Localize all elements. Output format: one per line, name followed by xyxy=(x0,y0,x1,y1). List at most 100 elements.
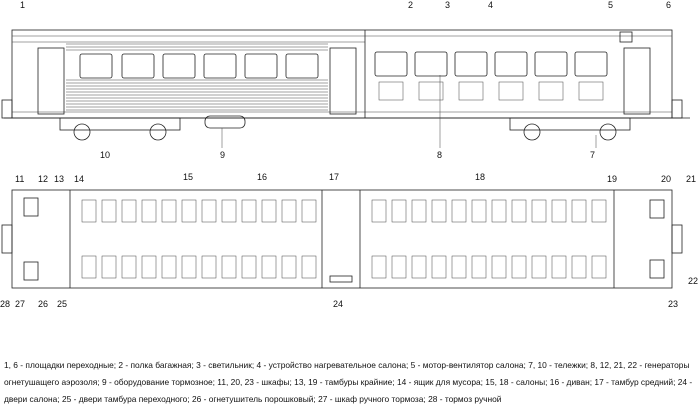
window xyxy=(244,53,278,79)
callout-label: 19 xyxy=(607,174,617,184)
seat-pair xyxy=(301,255,317,279)
seat-pair xyxy=(491,199,507,223)
seat-pair xyxy=(591,255,607,279)
callout-label: 21 xyxy=(686,174,696,184)
door-left xyxy=(37,47,65,115)
callout-label: 7 xyxy=(590,150,595,160)
seat-pair xyxy=(121,199,137,223)
callout-label: 25 xyxy=(57,299,67,309)
bogie-7 xyxy=(509,117,631,131)
motor-fan xyxy=(619,31,633,43)
window xyxy=(534,51,568,77)
seat-pair xyxy=(161,255,177,279)
seat-pair xyxy=(431,255,447,279)
window xyxy=(494,51,528,77)
seat-pair xyxy=(391,255,407,279)
callout-label: 12 xyxy=(38,174,48,184)
seat-pair xyxy=(161,199,177,223)
seat-pair xyxy=(391,199,407,223)
window xyxy=(203,53,237,79)
seat-pair xyxy=(81,199,97,223)
legend-caption: 1, 6 - площадки переходные; 2 - полка ба… xyxy=(4,360,693,404)
seat-pair xyxy=(371,199,387,223)
seat-pair xyxy=(181,255,197,279)
door-middle xyxy=(329,47,357,115)
callout-label: 15 xyxy=(183,172,193,182)
seat-pair xyxy=(141,199,157,223)
seat xyxy=(418,81,444,101)
car-body xyxy=(11,29,673,119)
seat xyxy=(458,81,484,101)
seat-pair xyxy=(491,255,507,279)
callout-label: 6 xyxy=(666,0,671,10)
callout-label: 26 xyxy=(38,299,48,309)
seat-pair xyxy=(471,199,487,223)
callout-label: 9 xyxy=(220,150,225,160)
side-view xyxy=(1,29,690,148)
callout-label: 5 xyxy=(608,0,613,10)
window xyxy=(285,53,319,79)
callout-label: 14 xyxy=(74,174,84,184)
salon-doors xyxy=(329,275,353,283)
seat-pair xyxy=(181,199,197,223)
seat-pair xyxy=(511,199,527,223)
seat-pair xyxy=(221,199,237,223)
callout-label: 2 xyxy=(408,0,413,10)
seat-pair xyxy=(471,255,487,279)
seat-pair xyxy=(451,199,467,223)
plan-view xyxy=(1,189,683,289)
seat-pair xyxy=(451,255,467,279)
seat-pair xyxy=(301,199,317,223)
seat-pair xyxy=(531,255,547,279)
seat-pair xyxy=(571,255,587,279)
window xyxy=(121,53,155,79)
callout-label: 1 xyxy=(20,0,25,10)
window xyxy=(162,53,196,79)
door-right xyxy=(623,47,651,115)
car-floor-plan xyxy=(11,189,673,289)
seat-pair xyxy=(281,255,297,279)
window xyxy=(454,51,488,77)
callout-label: 10 xyxy=(100,150,110,160)
seat-pair xyxy=(261,255,277,279)
seat-pair xyxy=(101,199,117,223)
seat-pair xyxy=(201,199,217,223)
seat-pair xyxy=(241,199,257,223)
bogie-10 xyxy=(59,117,181,131)
callout-label: 11 xyxy=(15,174,24,184)
seat-pair xyxy=(551,199,567,223)
seat xyxy=(538,81,564,101)
callout-label: 24 xyxy=(333,299,343,309)
seat-pair xyxy=(551,255,567,279)
seat-pair xyxy=(411,199,427,223)
callout-label: 17 xyxy=(329,172,339,182)
seat-pair xyxy=(511,255,527,279)
callout-label: 8 xyxy=(437,150,442,160)
callout-label: 4 xyxy=(488,0,493,10)
seat-pair xyxy=(101,255,117,279)
seat-pair xyxy=(571,199,587,223)
callout-label: 23 xyxy=(668,299,678,309)
callout-label: 22 xyxy=(688,276,698,286)
callout-label: 20 xyxy=(661,174,671,184)
seat-pair xyxy=(81,255,97,279)
seat-pair xyxy=(281,199,297,223)
brake-equipment xyxy=(204,115,246,129)
seat xyxy=(378,81,404,101)
window xyxy=(574,51,608,77)
seat-pair xyxy=(221,255,237,279)
seat-pair xyxy=(241,255,257,279)
seat-pair xyxy=(141,255,157,279)
seat xyxy=(578,81,604,101)
seat-pair xyxy=(261,199,277,223)
callout-label: 3 xyxy=(445,0,450,10)
seat-pair xyxy=(371,255,387,279)
window xyxy=(374,51,408,77)
seat-pair xyxy=(411,255,427,279)
callout-label: 16 xyxy=(257,172,267,182)
seat-pair xyxy=(431,199,447,223)
callout-label: 27 xyxy=(15,299,25,309)
seat-pair xyxy=(531,199,547,223)
seat-pair xyxy=(121,255,137,279)
